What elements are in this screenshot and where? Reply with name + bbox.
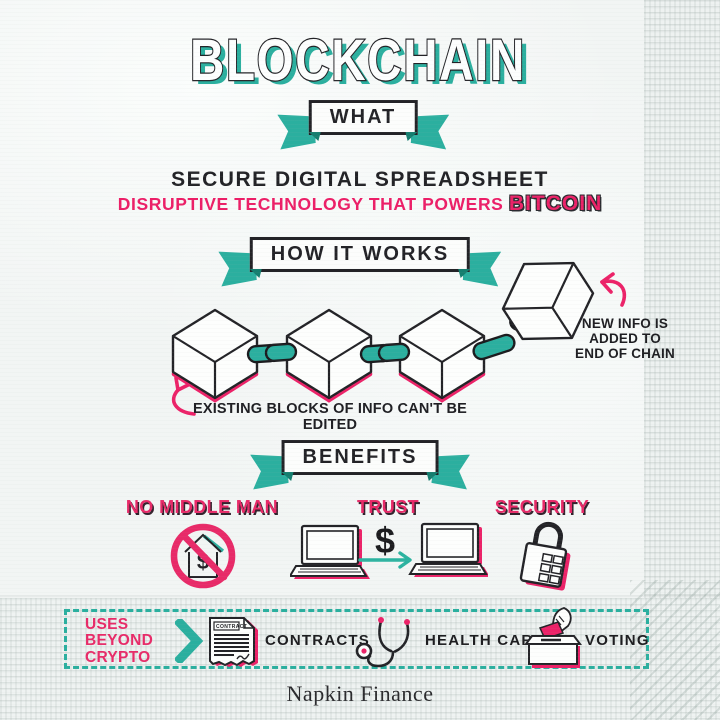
use-voting-label: VOTING [585,632,650,649]
gauge-center [361,648,367,654]
subline-prefix: DISRUPTIVE TECHNOLOGY THAT POWERS [117,194,504,214]
ribbon-fold [308,132,321,141]
laptop-icon [408,522,488,577]
ribbon-fold [405,132,418,141]
ribbon-fold [249,269,262,278]
transfer-arrow-icon [358,551,412,569]
annotation-line: NEW INFO IS [581,316,669,331]
padlock-icon [519,521,571,591]
stethoscope-icon [355,617,410,668]
what-banner: WHAT [309,100,418,135]
ribbon-fold [281,472,294,481]
prohibition-circle-icon [170,523,236,589]
page-title: BLOCKCHAIN BLOCKCHAIN [189,27,531,92]
annotation-line: END OF CHAIN [575,346,675,362]
napkin-texture-corner [630,580,720,720]
benefit-security-label: SECURITY [494,497,590,517]
annotation-new-info: NEW INFO IS ADDED TO END OF CHAIN [574,316,676,361]
document-lines [214,634,249,656]
immutable-edge-highlight [171,371,486,403]
stethoscope-tube [366,619,410,668]
no-middle-man-icon: $ [170,523,236,589]
page-title-text: BLOCKCHAIN [190,28,526,92]
benefits-banner-label: BENEFITS [281,440,439,481]
napkin-texture-bottom [0,598,720,720]
subline: DISRUPTIVE TECHNOLOGY THAT POWERS BITCOI… [0,192,720,216]
uses-title-line: BEYOND [85,632,154,650]
napkin-fold-line [0,595,720,598]
benefit-no-middle-man-label: NO MIDDLE MAN [125,497,279,517]
what-banner-label: WHAT [308,100,418,141]
annotation-line: ADDED TO [589,331,661,347]
cube-block-2 [285,308,373,400]
uses-title: USES BEYOND CRYPTO [85,616,154,666]
arrow-existing-icon [171,376,196,416]
benefit-trust-label: TRUST [357,497,419,517]
brand-name: Napkin Finance [286,681,434,706]
bitcoin-highlight: BITCOIN [508,192,603,215]
cube-block-3 [398,308,486,400]
chevron-right-icon [175,619,203,663]
laptop-icon [290,524,370,579]
chain-link-icon [472,333,516,361]
combination-dials [537,552,564,585]
uses-title-line: USES [85,616,129,633]
use-contracts-label: CONTRACTS [265,632,370,649]
cube-block-new [501,261,595,341]
contract-doc-header: CONTRACT [216,624,247,630]
ballot-box-body [528,643,578,665]
earpiece-tip [378,617,384,623]
contract-document-icon: CONTRACT [209,617,258,667]
uses-title-line: CRYPTO [85,648,151,666]
ballot-box-icon [524,607,582,668]
chain-link-icon [246,342,298,364]
padlock-body [519,521,571,591]
earpiece-tip [404,619,410,625]
blockchain-diagram [171,261,627,416]
how-it-works-banner: HOW IT WORKS [250,237,470,272]
headline: SECURE DIGITAL SPREADSHEET [171,168,549,191]
uses-beyond-crypto-box: USES BEYOND CRYPTO CONTRACT CONTRACTS [64,607,650,669]
arrow-new-info-icon [600,272,627,307]
annotation-existing-blocks: EXISTING BLOCKS OF INFO CAN'T BE EDITED [192,401,468,433]
signature-squiggle [236,653,250,660]
chain-link-icon [359,342,411,364]
benefits-banner: BENEFITS [282,440,439,475]
benefits-banner-text: BENEFITS [302,446,418,468]
ribbon-fold [458,269,471,278]
use-health-care-label: HEALTH CARE [425,632,545,649]
how-banner-label: HOW IT WORKS [249,237,471,278]
trust-transfer-icon: $ [290,520,488,579]
what-banner-text: WHAT [329,106,397,128]
page-title-shadow: BLOCKCHAIN [195,32,531,92]
dollar-glyph: $ [375,520,395,561]
how-banner-text: HOW IT WORKS [270,243,450,265]
ribbon-fold [426,472,439,481]
